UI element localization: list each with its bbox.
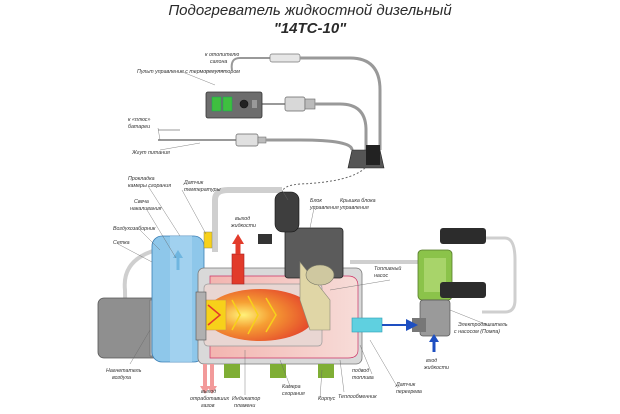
leader-lines <box>117 185 491 399</box>
wiring-harness <box>158 53 385 201</box>
heater-body <box>97 187 517 394</box>
label-to-battery: к «плюс»батареи <box>128 117 150 130</box>
liquid-inlet-pipe <box>351 317 383 333</box>
panel-screen <box>211 96 222 112</box>
label-grid: Сетка <box>113 240 130 246</box>
label-air-intake: Воздухозаборник <box>113 226 156 232</box>
circulation-pump <box>382 228 486 352</box>
label-control-panel: Пульт управления с терморегулятором <box>137 69 240 75</box>
control-panel <box>205 91 263 119</box>
diagram-subtitle: "14ТС-10" <box>273 20 347 37</box>
label-heat-exchanger: Теплообменник <box>338 394 377 400</box>
label-power-harness: Жгут питания <box>131 150 170 156</box>
diagram-title: Подогреватель жидкостной дизельный <box>168 2 452 19</box>
label-housing: Корпус <box>318 396 336 402</box>
panel-knob <box>239 99 249 109</box>
liquid-outlet-pipe <box>231 253 245 285</box>
temp-sensor <box>203 231 213 249</box>
